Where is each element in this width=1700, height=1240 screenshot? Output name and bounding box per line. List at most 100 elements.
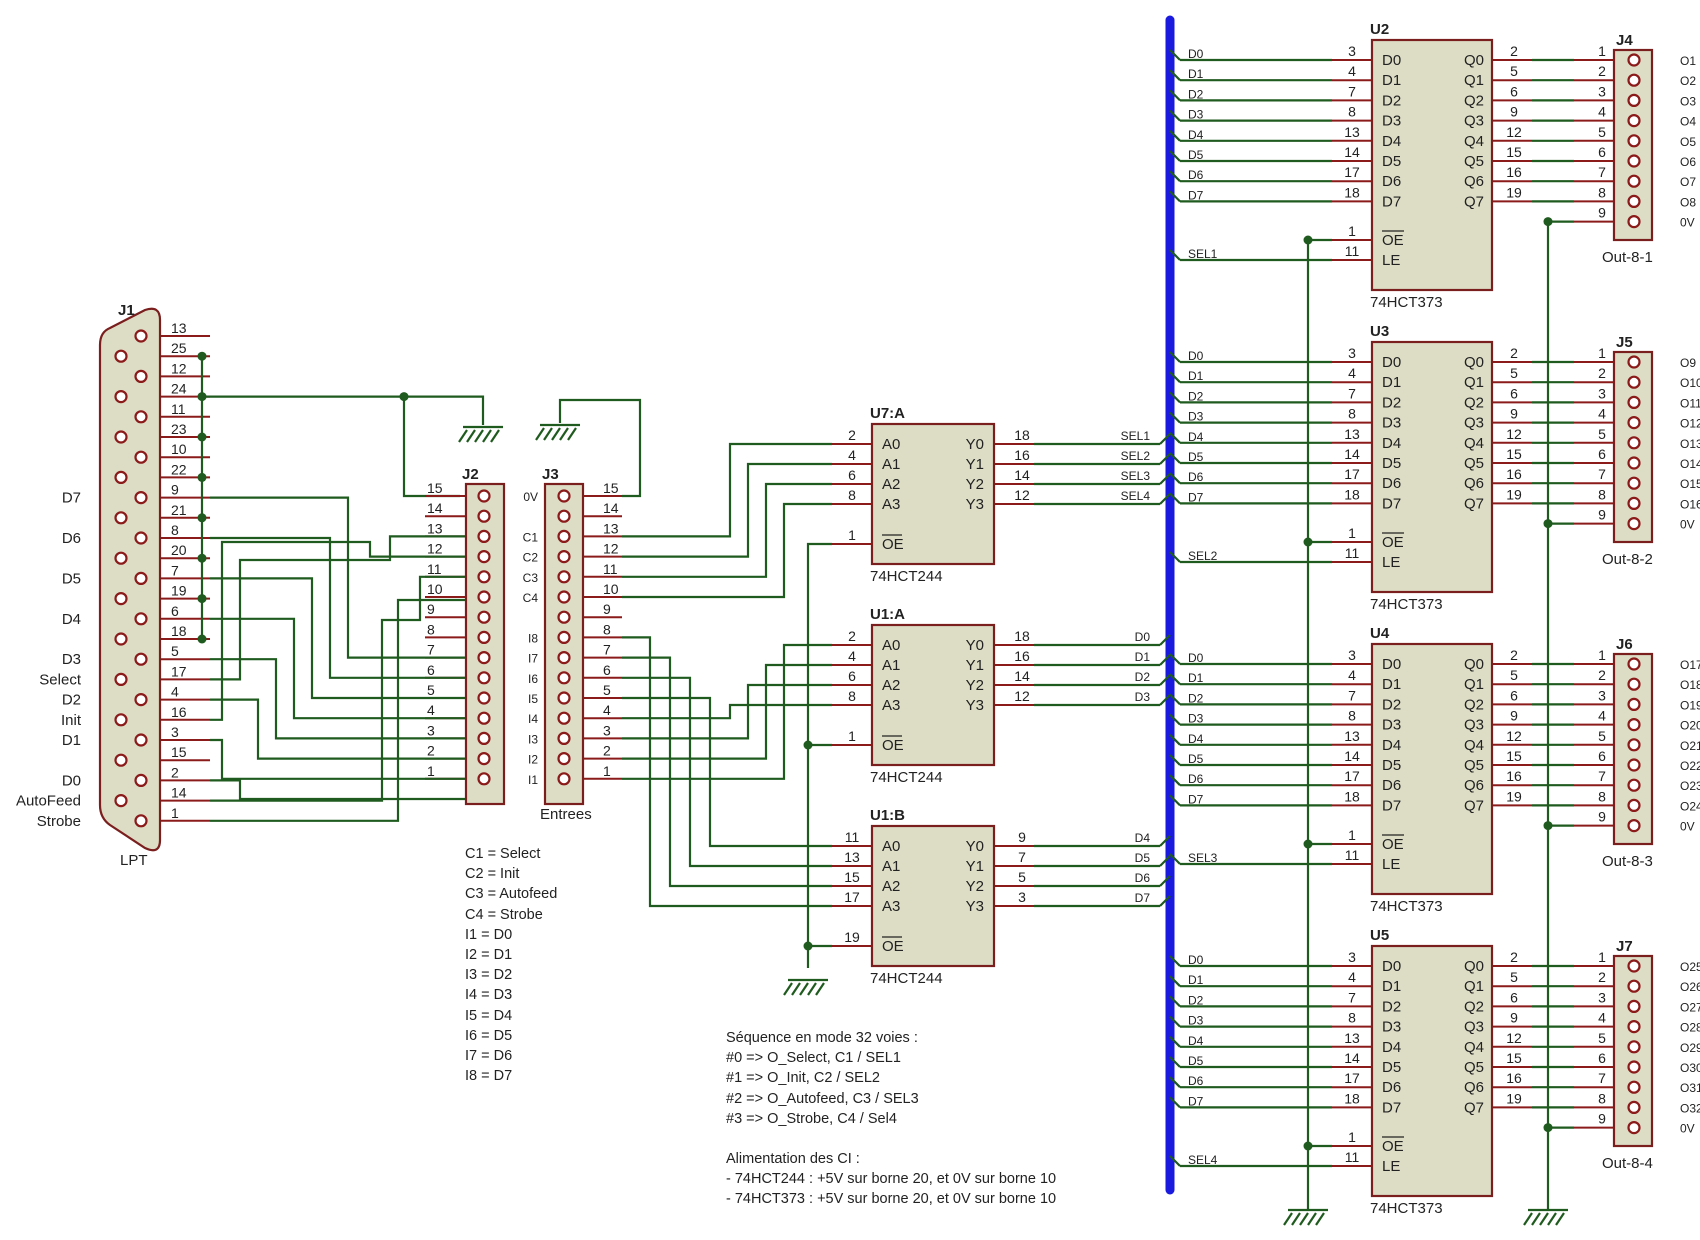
u7a-out-pin: 14: [1014, 467, 1030, 483]
out-pin-number: 9: [1598, 205, 1606, 221]
j1-type: LPT: [120, 852, 148, 869]
out-signal-label: O30: [1680, 1061, 1700, 1075]
ground-symbol: [1283, 1208, 1328, 1226]
u1b-type: 74HCT244: [870, 970, 943, 987]
pin-terminal: [477, 671, 491, 685]
u1b-in-label: A1: [882, 858, 900, 875]
latch-in-pin: 14: [1344, 446, 1360, 462]
u1b-oe-pin: 19: [844, 929, 860, 945]
latch-out-pin: 5: [1510, 969, 1518, 985]
latch-in-label: D1: [1382, 374, 1401, 391]
latch-out-pin: 2: [1510, 949, 1518, 965]
latch-bus-label: D4: [1188, 1034, 1204, 1048]
pin-terminal: [1627, 999, 1641, 1014]
latch-out-pin: 6: [1510, 989, 1518, 1005]
bus-entry: [1159, 453, 1171, 465]
j3-pin-number: 4: [603, 702, 611, 718]
pin-terminal: [1627, 73, 1641, 87]
pin-terminal: [1627, 738, 1641, 752]
gnd-wire: [404, 395, 485, 425]
bus-entry: [1169, 794, 1181, 807]
pin-terminal: [134, 369, 148, 383]
pin-terminal: [557, 772, 571, 786]
pin-terminal: [557, 671, 571, 685]
ground-hatch: [490, 429, 500, 443]
pin-terminal: [557, 650, 571, 665]
j1-pin-number: 14: [171, 785, 187, 801]
latch-bus-label: D2: [1188, 993, 1204, 1007]
latch-in-pin: 13: [1344, 124, 1360, 140]
u1b-in-label: A2: [882, 878, 900, 895]
latch-bus-label: D5: [1188, 1054, 1204, 1068]
u1b-net-label: D5: [1135, 851, 1151, 865]
ground-hatch: [1555, 1212, 1565, 1226]
oe-gnd-rail: [806, 542, 832, 968]
j1-signal-label: D7: [62, 490, 81, 507]
out-signal-label: O21: [1680, 739, 1700, 753]
latch-U2-body: [1370, 38, 1494, 292]
pin-terminal: [114, 551, 128, 565]
pin-terminal: [1627, 798, 1641, 813]
i-line: [622, 636, 832, 908]
u7a-in-label: A0: [882, 436, 900, 453]
i-line: [622, 663, 832, 760]
latch-in-pin: 18: [1344, 788, 1360, 804]
labels: J1LPT13251224112310229218207196185174163…: [16, 21, 1700, 1217]
j3-signal-label: I7: [528, 652, 538, 666]
j1-pin-number: 25: [171, 340, 187, 356]
u1b-net-label: D4: [1135, 831, 1151, 845]
bus-entry: [1169, 371, 1181, 383]
out-pin-number: 2: [1598, 667, 1606, 683]
latch-in-pin: 7: [1348, 989, 1356, 1005]
pin-terminal: [557, 630, 571, 645]
ground-hatch: [1283, 1212, 1293, 1226]
j3-pin-number: 13: [603, 520, 619, 536]
legend-line: I7 = D6: [465, 1048, 513, 1065]
ground-hatch: [1539, 1212, 1549, 1226]
pin-terminal: [1627, 717, 1641, 732]
u1a-out-pin: 12: [1014, 688, 1030, 704]
u1a-ref: U1:A: [870, 606, 905, 623]
pin-terminal: [557, 751, 571, 766]
pin-terminal: [557, 509, 571, 523]
latch-bus-label: D3: [1188, 410, 1204, 424]
latch-ref: U4: [1370, 625, 1390, 642]
u1a-body: [870, 623, 996, 767]
pin-terminal: [557, 529, 571, 544]
out-connector-ref: J7: [1616, 938, 1633, 955]
latch-out-pin: 9: [1510, 406, 1518, 422]
junction-dot: [197, 553, 207, 563]
pin-terminal: [1627, 154, 1641, 168]
latch-out-pin: 5: [1510, 63, 1518, 79]
out-signal-label: O3: [1680, 94, 1696, 108]
bus-entry: [1169, 1015, 1181, 1028]
out-pin-number: 9: [1598, 809, 1606, 825]
pin-terminal: [114, 591, 128, 606]
ground-hatch: [551, 427, 561, 441]
j1-signal-label: Init: [61, 712, 82, 729]
pin-terminal: [557, 590, 571, 604]
latch-in-pin: 8: [1348, 1010, 1356, 1026]
out-signal-label: O8: [1680, 195, 1696, 209]
out-pin-number: 5: [1598, 728, 1606, 744]
u1a-in-label: A2: [882, 677, 900, 694]
latch-out-pin: 5: [1510, 667, 1518, 683]
j1-pin-number: 2: [171, 764, 179, 780]
j3-type: Entrees: [540, 806, 592, 823]
latch-bus-label: D6: [1188, 1074, 1204, 1088]
j2-pin-number: 10: [427, 581, 443, 597]
u1b-in-pin: 11: [845, 829, 860, 845]
out-pin-number: 8: [1598, 1090, 1606, 1106]
u7a-net-label: SEL3: [1121, 469, 1151, 483]
bus-entry: [1169, 492, 1181, 505]
u7a-type: 74HCT244: [870, 568, 943, 585]
out-pin-number: 5: [1598, 124, 1606, 140]
j1-pin-number: 11: [171, 401, 186, 417]
note-line: [726, 1129, 1146, 1149]
pin-terminal: [1627, 93, 1641, 108]
c-line: [622, 502, 832, 599]
bus-entry: [1169, 995, 1181, 1008]
junction-dot: [399, 392, 409, 402]
j3-pin-number: 8: [603, 621, 611, 637]
latch-bus-label: D4: [1188, 430, 1204, 444]
